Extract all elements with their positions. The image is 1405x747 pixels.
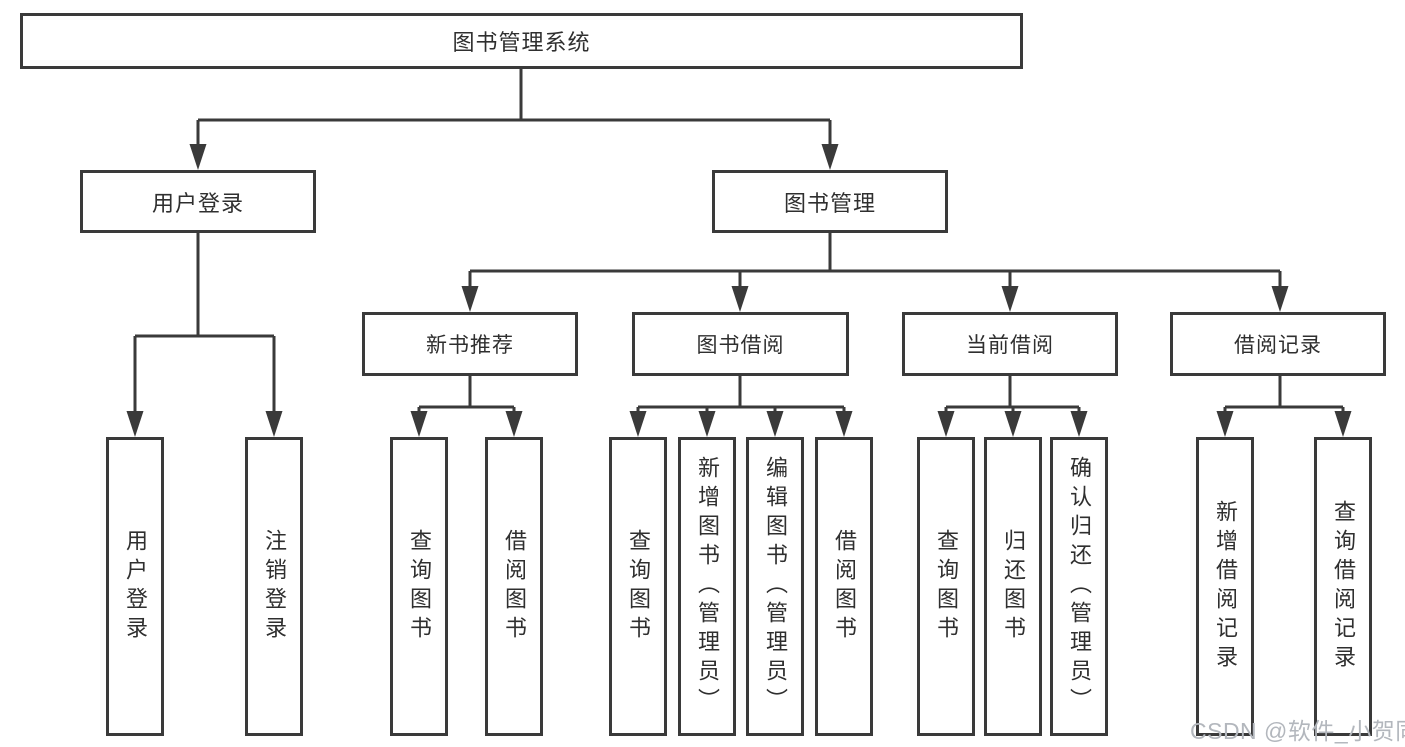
leaf-label: 查询借阅记录 — [1331, 499, 1356, 674]
leaf-current-return-books: 归还图书 — [984, 437, 1042, 736]
leaf-label: 归还图书 — [1001, 528, 1026, 645]
arrowhead — [629, 411, 647, 437]
node-book-borrow: 图书借阅 — [632, 312, 849, 376]
arrowhead — [1004, 411, 1022, 437]
leaf-borrow-edit-books-admin: 编辑图书（管理员） — [746, 437, 804, 736]
arrowhead — [126, 411, 144, 437]
arrowhead — [410, 411, 428, 437]
leaf-recommend-query-books: 查询图书 — [390, 437, 448, 736]
leaf-logout: 注销登录 — [245, 437, 303, 736]
node-user-login: 用户登录 — [80, 170, 316, 233]
arrowhead — [265, 411, 283, 437]
edges-current-borrow-to-leaves — [937, 376, 1088, 437]
arrowhead — [1001, 286, 1019, 312]
leaf-current-query-books: 查询图书 — [917, 437, 975, 736]
node-book-management: 图书管理 — [712, 170, 948, 233]
leaf-recommend-borrow-books: 借阅图书 — [485, 437, 543, 736]
arrowhead — [766, 411, 784, 437]
arrowhead — [505, 411, 523, 437]
leaf-label: 确认归还（管理员） — [1067, 456, 1092, 717]
arrowhead — [1216, 411, 1234, 437]
node-label: 新书推荐 — [426, 334, 514, 357]
arrowhead — [698, 411, 716, 437]
leaf-label: 借阅图书 — [502, 528, 527, 645]
node-label: 图书管理 — [783, 190, 876, 216]
arrowhead — [731, 286, 749, 312]
edges-borrow-records-to-leaves — [1216, 376, 1352, 437]
watermark-text: CSDN @软件_小贺同学 — [1190, 718, 1405, 744]
leaf-borrow-query-books: 查询图书 — [609, 437, 667, 736]
node-label: 用户登录 — [151, 190, 244, 216]
leaf-borrow-add-books-admin: 新增图书（管理员） — [678, 437, 736, 736]
edges-root-to-level2 — [189, 69, 839, 170]
node-borrow-records: 借阅记录 — [1170, 312, 1386, 376]
leaf-current-confirm-return-admin: 确认归还（管理员） — [1050, 437, 1108, 736]
arrowhead — [461, 286, 479, 312]
node-current-borrow: 当前借阅 — [902, 312, 1118, 376]
arrowhead — [1271, 286, 1289, 312]
leaf-user-login: 用户登录 — [106, 437, 164, 736]
node-root-library-management-system: 图书管理系统 — [20, 13, 1023, 69]
edges-new-book-recommend-to-leaves — [410, 376, 523, 437]
node-label: 借阅记录 — [1234, 334, 1322, 357]
edges-book-management-to-level3 — [461, 233, 1289, 312]
leaf-label: 查询图书 — [626, 528, 651, 645]
arrowhead — [1070, 411, 1088, 437]
leaf-label: 用户登录 — [123, 528, 148, 645]
arrowhead — [189, 144, 207, 170]
arrowhead — [821, 144, 839, 170]
edges-book-borrow-to-leaves — [629, 376, 853, 437]
arrowhead — [1334, 411, 1352, 437]
leaf-label: 查询图书 — [934, 528, 959, 645]
leaf-label: 注销登录 — [262, 528, 287, 645]
edges-user-login-to-leaves — [126, 233, 283, 437]
leaf-records-add-borrow-record: 新增借阅记录 — [1196, 437, 1254, 736]
arrowhead — [835, 411, 853, 437]
arrowhead — [937, 411, 955, 437]
leaf-label: 借阅图书 — [832, 528, 857, 645]
node-label: 图书管理系统 — [452, 30, 591, 55]
node-label: 图书借阅 — [696, 334, 785, 357]
leaf-borrow-borrow-books: 借阅图书 — [815, 437, 873, 736]
node-label: 当前借阅 — [966, 334, 1054, 357]
node-new-book-recommend: 新书推荐 — [362, 312, 578, 376]
leaf-label: 查询图书 — [407, 528, 432, 645]
leaf-label: 新增图书（管理员） — [695, 456, 720, 717]
leaf-label: 新增借阅记录 — [1213, 499, 1238, 674]
leaf-label: 编辑图书（管理员） — [763, 456, 788, 717]
leaf-records-query-borrow-record: 查询借阅记录 — [1314, 437, 1372, 736]
